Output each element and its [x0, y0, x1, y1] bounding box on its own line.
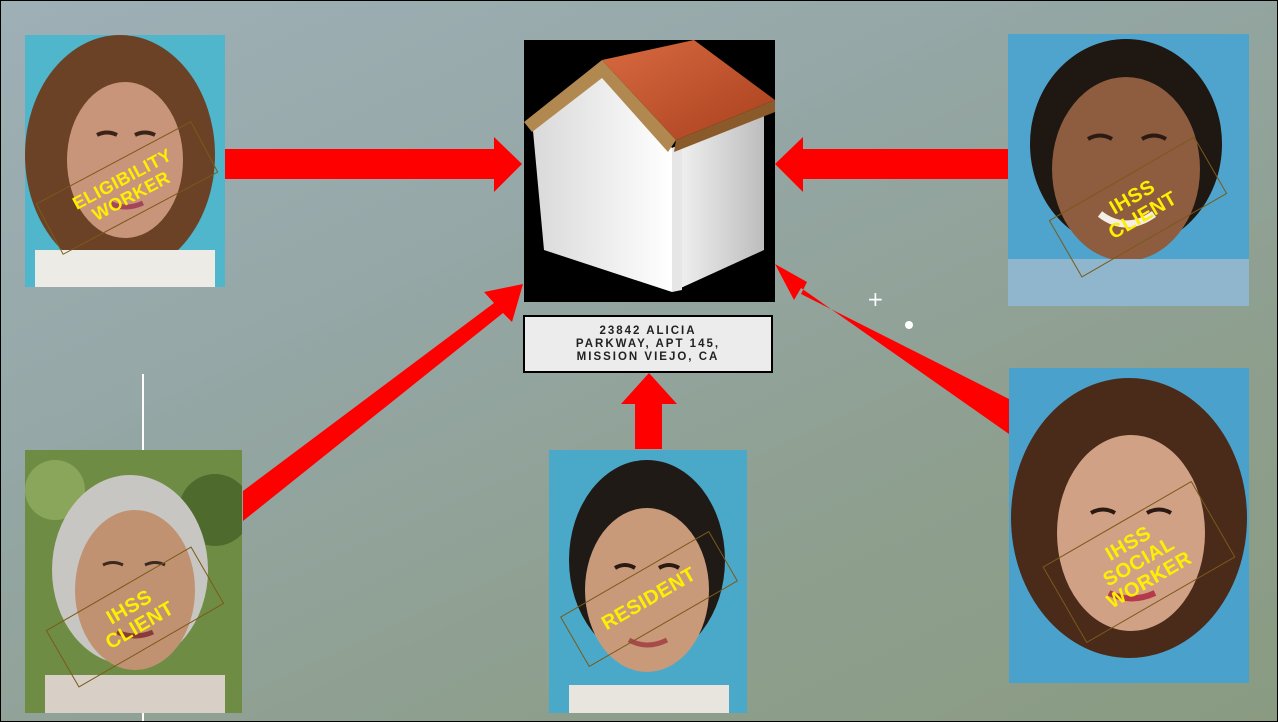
- photo-resident: RESIDENT: [549, 450, 747, 713]
- address-line-1: 23842 ALICIA: [599, 325, 696, 338]
- address-line-2: PARKWAY, APT 145,: [576, 338, 720, 351]
- arrow-resident-to-address: [621, 373, 677, 449]
- dot-glyph: [905, 321, 913, 329]
- plus-glyph: +: [867, 289, 884, 309]
- house-image: [524, 40, 775, 302]
- house-icon: [524, 40, 775, 302]
- arrow-eligibility-to-house: [225, 137, 522, 192]
- address-label: 23842 ALICIA PARKWAY, APT 145, MISSION V…: [523, 315, 773, 373]
- address-line-3: MISSION VIEJO, CA: [577, 351, 720, 364]
- arrow-client-bottom-to-house: [243, 284, 523, 521]
- arrow-client-top-to-house: [775, 137, 1009, 192]
- arrow-social-worker-to-house: [775, 264, 1009, 434]
